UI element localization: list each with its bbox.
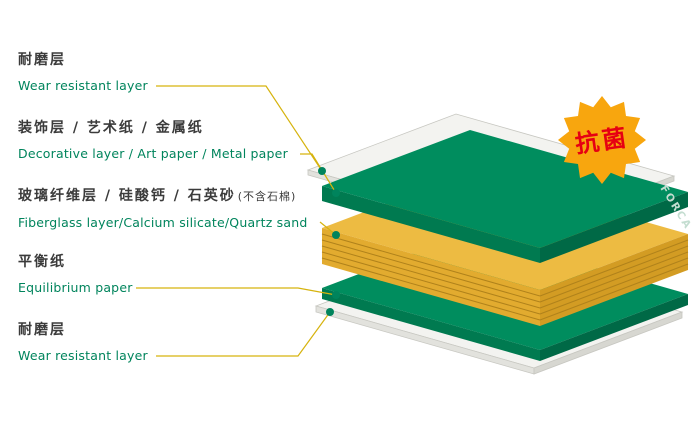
label-wear-resistant-top: 耐磨层 Wear resistant layer xyxy=(18,50,148,94)
leader-line-wear-bottom xyxy=(156,311,331,357)
layer-dot-equilibrium xyxy=(332,291,340,299)
label-decorative: 装饰层 / 艺术纸 / 金属纸 Decorative layer / Art p… xyxy=(18,118,288,162)
label-zh-decorative: 装饰层 / 艺术纸 / 金属纸 xyxy=(18,120,204,136)
equilibrium-right-face xyxy=(540,294,688,361)
label-en-fiberglass: Fiberglass layer/Calcium silicate/Quartz… xyxy=(18,215,308,230)
leader-line-decorative xyxy=(300,153,337,194)
label-en-wear-bottom: Wear resistant layer xyxy=(18,348,148,363)
label-zh-fiberglass-note: (不含石棉) xyxy=(237,190,297,203)
leader-line-wear-top xyxy=(156,85,323,172)
decorative-top-face xyxy=(322,130,688,248)
label-zh-equilibrium: 平衡纸 xyxy=(18,254,66,270)
antibacterial-badge: 抗菌 xyxy=(558,96,646,184)
layer-dot-decorative xyxy=(332,189,340,197)
starburst-shape xyxy=(558,96,646,184)
label-zh-wear-top: 耐磨层 xyxy=(18,52,66,68)
decorative-left-face xyxy=(322,186,540,263)
layer-dot-wear-top xyxy=(318,167,326,175)
label-en-equilibrium: Equilibrium paper xyxy=(18,280,133,295)
label-zh-wear-bottom: 耐磨层 xyxy=(18,322,66,338)
layer-dot-wear-bottom xyxy=(326,308,334,316)
wear-bottom-right-face xyxy=(533,311,683,375)
leader-lines xyxy=(136,85,337,357)
label-equilibrium: 平衡纸 Equilibrium paper xyxy=(18,252,133,296)
label-en-decorative: Decorative layer / Art paper / Metal pap… xyxy=(18,146,288,161)
label-fiberglass: 玻璃纤维层 / 硅酸钙 / 石英砂(不含石棉) Fiberglass layer… xyxy=(18,186,308,231)
label-wear-resistant-bottom: 耐磨层 Wear resistant layer xyxy=(18,320,148,364)
decorative-right-face xyxy=(540,192,688,263)
label-en-wear-top: Wear resistant layer xyxy=(18,78,148,93)
layer-dot-fiberglass xyxy=(332,231,340,239)
anchor-dots xyxy=(318,167,340,316)
label-zh-fiberglass-main: 玻璃纤维层 / 硅酸钙 / 石英砂 xyxy=(18,188,236,204)
leader-line-equilibrium xyxy=(136,287,337,296)
core-sheet-lines xyxy=(321,233,689,321)
label-zh-fiberglass: 玻璃纤维层 / 硅酸钙 / 石英砂(不含石棉) xyxy=(18,186,308,207)
equilibrium-left-face xyxy=(322,288,540,361)
